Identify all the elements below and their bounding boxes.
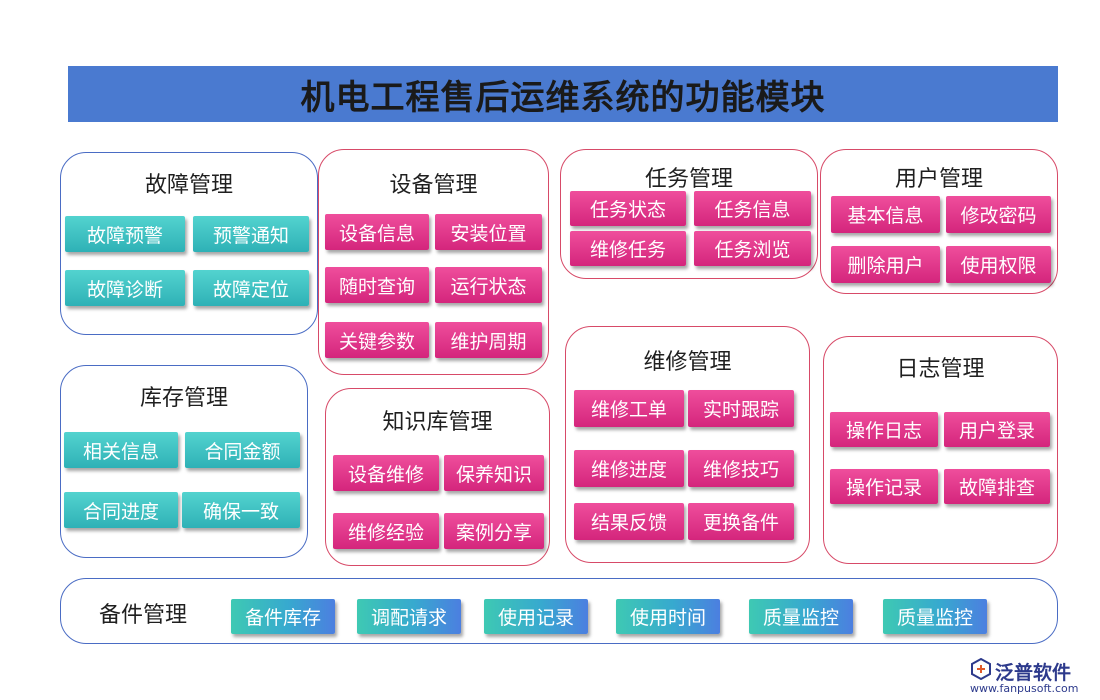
repair-item-feedback[interactable]: 结果反馈 <box>574 503 684 540</box>
inventory-item-consistent[interactable]: 确保一致 <box>182 492 300 528</box>
knowledge-item-experience[interactable]: 维修经验 <box>333 513 439 549</box>
title-banner: 机电工程售后运维系统的功能模块 <box>68 66 1058 122</box>
fanpu-logo: 泛普软件 www.fanpusoft.com <box>970 658 1095 698</box>
knowledge-module-title: 知识库管理 <box>382 410 493 435</box>
equipment-item-cycle[interactable]: 维护周期 <box>435 322 542 358</box>
repair-module-title: 维修管理 <box>643 350 732 375</box>
equipment-item-info[interactable]: 设备信息 <box>325 214 429 250</box>
task-item-status[interactable]: 任务状态 <box>570 191 686 226</box>
user-item-basic[interactable]: 基本信息 <box>831 196 940 233</box>
inventory-item-amount[interactable]: 合同金额 <box>185 432 300 468</box>
fault-item-locate[interactable]: 故障定位 <box>193 270 309 306</box>
inventory-item-info[interactable]: 相关信息 <box>64 432 178 468</box>
log-item-troubleshoot[interactable]: 故障排查 <box>944 469 1050 504</box>
knowledge-item-cases[interactable]: 案例分享 <box>444 513 544 549</box>
user-module: 用户管理 基本信息 修改密码 删除用户 使用权限 <box>820 149 1058 294</box>
equipment-item-query[interactable]: 随时查询 <box>325 267 429 303</box>
log-item-operation-log[interactable]: 操作日志 <box>830 412 938 447</box>
log-module-title: 日志管理 <box>896 357 985 382</box>
equipment-item-location[interactable]: 安装位置 <box>435 214 542 250</box>
spare-module: 备件管理 备件库存 调配请求 使用记录 使用时间 质量监控 质量监控 <box>60 578 1058 644</box>
task-module: 任务管理 任务状态 任务信息 维修任务 任务浏览 <box>560 149 818 279</box>
task-item-repair[interactable]: 维修任务 <box>570 231 686 266</box>
spare-module-title: 备件管理 <box>99 603 188 628</box>
log-module: 日志管理 操作日志 用户登录 操作记录 故障排查 <box>823 336 1058 564</box>
knowledge-item-maintenance[interactable]: 保养知识 <box>444 455 544 491</box>
spare-item-quality-1[interactable]: 质量监控 <box>749 599 853 634</box>
repair-item-replace[interactable]: 更换备件 <box>688 503 794 540</box>
knowledge-item-repair[interactable]: 设备维修 <box>333 455 439 491</box>
user-item-permission[interactable]: 使用权限 <box>946 246 1051 283</box>
repair-item-workorder[interactable]: 维修工单 <box>574 390 684 427</box>
spare-item-usage-time[interactable]: 使用时间 <box>616 599 720 634</box>
spare-item-allocation[interactable]: 调配请求 <box>357 599 461 634</box>
repair-module: 维修管理 维修工单 实时跟踪 维修进度 维修技巧 结果反馈 更换备件 <box>565 326 810 563</box>
spare-item-quality-2[interactable]: 质量监控 <box>883 599 987 634</box>
task-item-info[interactable]: 任务信息 <box>694 191 811 226</box>
inventory-item-progress[interactable]: 合同进度 <box>64 492 178 528</box>
task-item-browse[interactable]: 任务浏览 <box>694 231 811 266</box>
fanpu-logo-icon <box>971 658 991 680</box>
repair-item-tracking[interactable]: 实时跟踪 <box>688 390 794 427</box>
user-item-password[interactable]: 修改密码 <box>946 196 1051 233</box>
task-module-title: 任务管理 <box>644 167 733 192</box>
page-title: 机电工程售后运维系统的功能模块 <box>300 77 826 118</box>
fault-item-notice[interactable]: 预警通知 <box>193 216 309 252</box>
inventory-module: 库存管理 相关信息 合同金额 合同进度 确保一致 <box>60 365 308 558</box>
log-item-operation-record[interactable]: 操作记录 <box>830 469 938 504</box>
fault-item-warning[interactable]: 故障预警 <box>65 216 185 252</box>
user-item-delete[interactable]: 删除用户 <box>831 246 940 283</box>
log-item-user-login[interactable]: 用户登录 <box>944 412 1050 447</box>
equipment-module: 设备管理 设备信息 安装位置 随时查询 运行状态 关键参数 维护周期 <box>318 149 549 375</box>
knowledge-module: 知识库管理 设备维修 保养知识 维修经验 案例分享 <box>325 388 550 566</box>
repair-item-progress[interactable]: 维修进度 <box>574 450 684 487</box>
fault-item-diagnosis[interactable]: 故障诊断 <box>65 270 185 306</box>
user-module-title: 用户管理 <box>894 167 983 192</box>
inventory-module-title: 库存管理 <box>139 386 228 411</box>
equipment-item-status[interactable]: 运行状态 <box>435 267 542 303</box>
fault-module: 故障管理 故障预警 预警通知 故障诊断 故障定位 <box>60 152 318 335</box>
spare-item-stock[interactable]: 备件库存 <box>231 599 335 634</box>
spare-item-usage-record[interactable]: 使用记录 <box>484 599 588 634</box>
logo-url: www.fanpusoft.com <box>970 682 1079 695</box>
equipment-item-params[interactable]: 关键参数 <box>325 322 429 358</box>
repair-item-skills[interactable]: 维修技巧 <box>688 450 794 487</box>
equipment-module-title: 设备管理 <box>389 173 478 198</box>
logo-name: 泛普软件 <box>995 662 1072 684</box>
fault-module-title: 故障管理 <box>144 173 233 198</box>
